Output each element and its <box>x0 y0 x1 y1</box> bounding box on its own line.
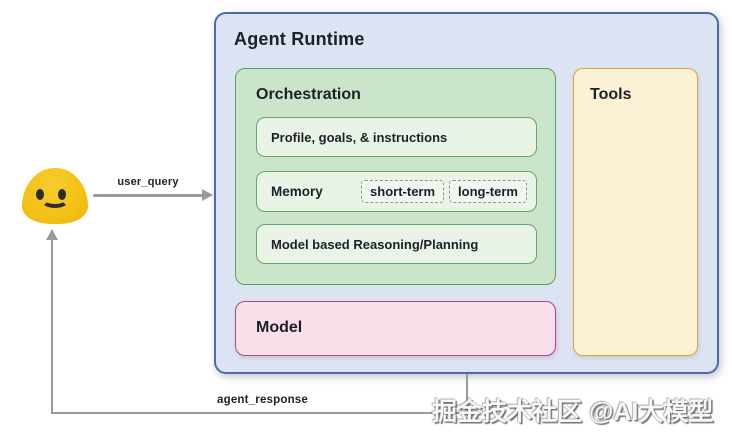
user-query-arrow-line <box>93 194 203 197</box>
model-based-reasoning-planning-label: Model based Reasoning/Planning <box>271 236 479 252</box>
watermark-text: 掘金技术社区 @AI大模型 <box>432 398 714 426</box>
profile-goals-instructions-box: Profile, goals, & instructions <box>256 117 537 157</box>
model-panel <box>235 301 556 356</box>
user-query-arrowhead-icon <box>202 189 213 201</box>
agent-response-arrowhead-icon <box>46 229 58 240</box>
orchestration-title: Orchestration <box>256 86 361 103</box>
agent-response-horizontal-line <box>51 412 468 414</box>
memory-chips: short-term long-term <box>361 180 527 203</box>
memory-label: Memory <box>271 184 323 199</box>
tools-panel <box>573 68 698 356</box>
model-based-reasoning-planning-box: Model based Reasoning/Planning <box>256 224 537 264</box>
runtime-output-connector-line <box>466 374 468 414</box>
profile-goals-instructions-label: Profile, goals, & instructions <box>271 129 448 145</box>
smiley-left-eye <box>36 189 44 200</box>
smiley-mouth <box>41 192 69 208</box>
memory-box: Memory short-term long-term <box>256 171 537 212</box>
memory-chip-short-term: short-term <box>361 180 445 203</box>
user-query-label: user_query <box>117 176 179 188</box>
model-label: Model <box>256 319 303 336</box>
memory-chip-long-term: long-term <box>449 180 527 203</box>
agent-runtime-title: Agent Runtime <box>234 29 365 49</box>
agent-response-label: agent_response <box>217 394 308 406</box>
user-blob-smiley-icon <box>22 168 88 224</box>
tools-label: Tools <box>590 86 632 103</box>
agent-response-vertical-line <box>51 239 53 414</box>
